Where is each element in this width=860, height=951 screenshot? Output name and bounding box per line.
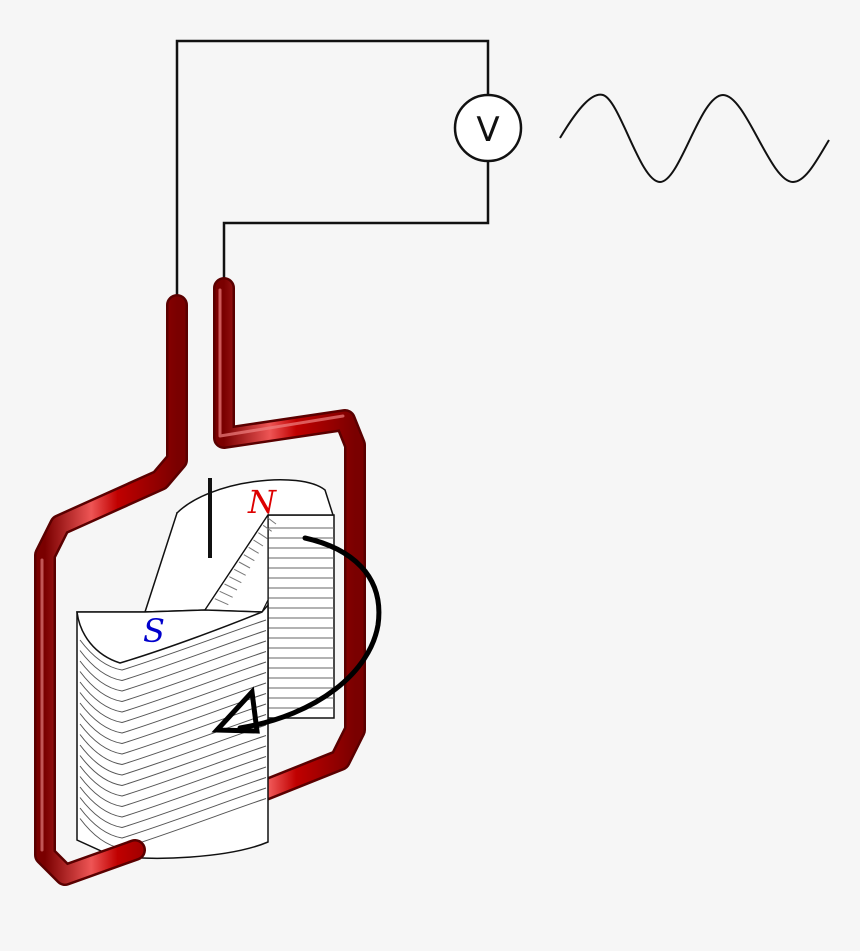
core-south-top — [76, 609, 263, 664]
core-north-laminations — [268, 527, 334, 709]
lamination-line — [79, 682, 267, 734]
lamination-line — [79, 724, 267, 776]
coil-back-highlight — [218, 288, 345, 438]
hatch-line — [267, 517, 277, 525]
coil-front — [34, 294, 188, 886]
hatch-line — [238, 561, 251, 569]
rotation-arrow-icon — [211, 535, 382, 734]
core-south-laminations — [79, 619, 267, 850]
rotation-arrow-head — [211, 686, 260, 734]
lamination-line — [79, 777, 267, 829]
lamination-line — [79, 651, 267, 703]
coil-back — [215, 279, 364, 799]
voltmeter: V — [453, 93, 523, 163]
voltmeter-icon — [453, 93, 523, 163]
voltmeter-label: V — [476, 110, 499, 150]
north-pole-label: N — [247, 483, 277, 521]
magnet-hatching — [214, 517, 277, 606]
lamination-line — [79, 714, 267, 766]
lamination-line — [79, 661, 267, 713]
lamination-line — [79, 766, 267, 818]
lamination-line — [79, 630, 267, 682]
hatch-line — [214, 598, 229, 606]
south-pole-label: S — [143, 612, 165, 650]
hatch-line — [248, 546, 259, 554]
sine-wave-icon — [559, 93, 830, 184]
lamination-line — [79, 735, 267, 787]
lamination-line — [79, 703, 267, 755]
laminated-core-south: S — [76, 602, 269, 860]
wire-right — [222, 160, 490, 283]
magnet-top-north — [143, 478, 335, 613]
coil-front-body — [36, 296, 186, 884]
lamination-line — [79, 672, 267, 724]
hatch-line — [233, 568, 246, 576]
lamination-line — [79, 787, 267, 839]
hatch-line — [258, 532, 268, 540]
wire-left — [175, 39, 490, 298]
rotation-arrow-curve — [237, 535, 382, 731]
lamination-line — [79, 619, 267, 671]
hatch-line — [229, 576, 242, 584]
hatch-line — [243, 554, 255, 562]
hatch-line — [224, 583, 238, 591]
hatch-line — [219, 590, 233, 598]
lamination-line — [79, 756, 267, 808]
hatch-line — [262, 524, 272, 532]
hatch-line — [253, 539, 264, 547]
lamination-line — [79, 693, 267, 745]
coil — [213, 277, 366, 801]
lamination-line — [79, 745, 267, 797]
lamination-line — [79, 640, 267, 692]
circuit-wires — [175, 39, 490, 298]
